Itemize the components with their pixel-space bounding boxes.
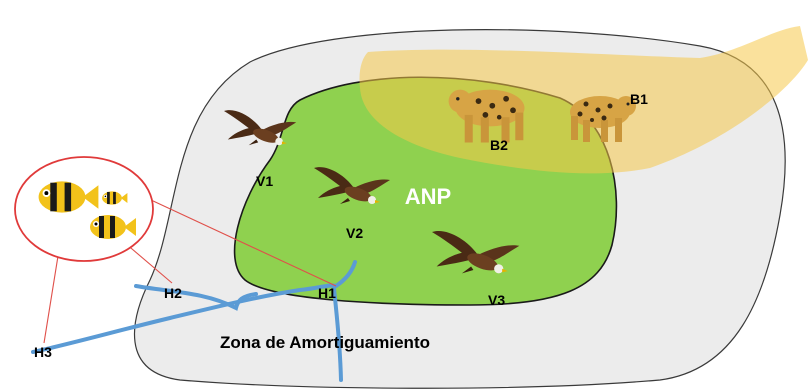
jaguar-label-b1: B1	[630, 91, 648, 107]
fish-links	[43, 199, 337, 344]
side-branch	[134, 284, 258, 311]
link-line-h1	[150, 199, 337, 287]
bird-label-v3: V3	[488, 292, 505, 308]
river-label-h2: H2	[164, 285, 182, 301]
anp-label: ANP	[405, 184, 451, 209]
bird-label-v2: V2	[346, 225, 363, 241]
river-label-h1: H1	[318, 285, 336, 301]
jaguar-label-b2: B2	[490, 137, 508, 153]
fish-circle	[14, 156, 154, 262]
river-label-h3: H3	[34, 344, 52, 360]
link-line-h3	[43, 255, 59, 344]
bird-label-v1: V1	[256, 173, 273, 189]
buffer-zone-label: Zona de Amortiguamiento	[220, 333, 430, 352]
river-network	[31, 260, 357, 382]
upper-tributary	[334, 260, 357, 288]
link-line-h2	[124, 242, 173, 284]
lower-tributary	[332, 286, 343, 382]
main-river	[31, 283, 338, 354]
